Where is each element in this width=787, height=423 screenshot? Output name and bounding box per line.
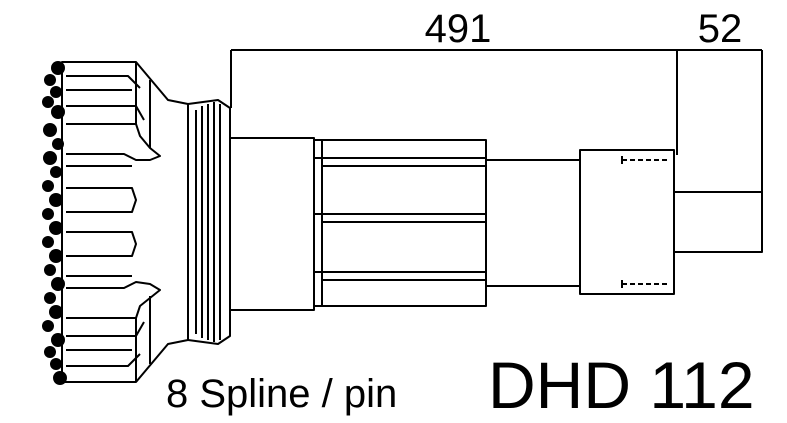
- carbide-buttons: [42, 61, 67, 385]
- bit-head: [61, 61, 189, 383]
- bit-pin: [673, 191, 763, 253]
- bit-neck: [187, 99, 231, 345]
- bit-shank: [485, 159, 581, 287]
- dimension-label-52: 52: [698, 7, 743, 51]
- bit-shoulder: [229, 137, 315, 311]
- spline-section: [313, 139, 487, 307]
- dimension-lines: [230, 49, 763, 192]
- dimension-label-491: 491: [425, 7, 492, 51]
- model-caption: DHD 112: [488, 348, 755, 422]
- bit-collar: [579, 149, 675, 295]
- spline-caption: 8 Spline / pin: [166, 372, 398, 416]
